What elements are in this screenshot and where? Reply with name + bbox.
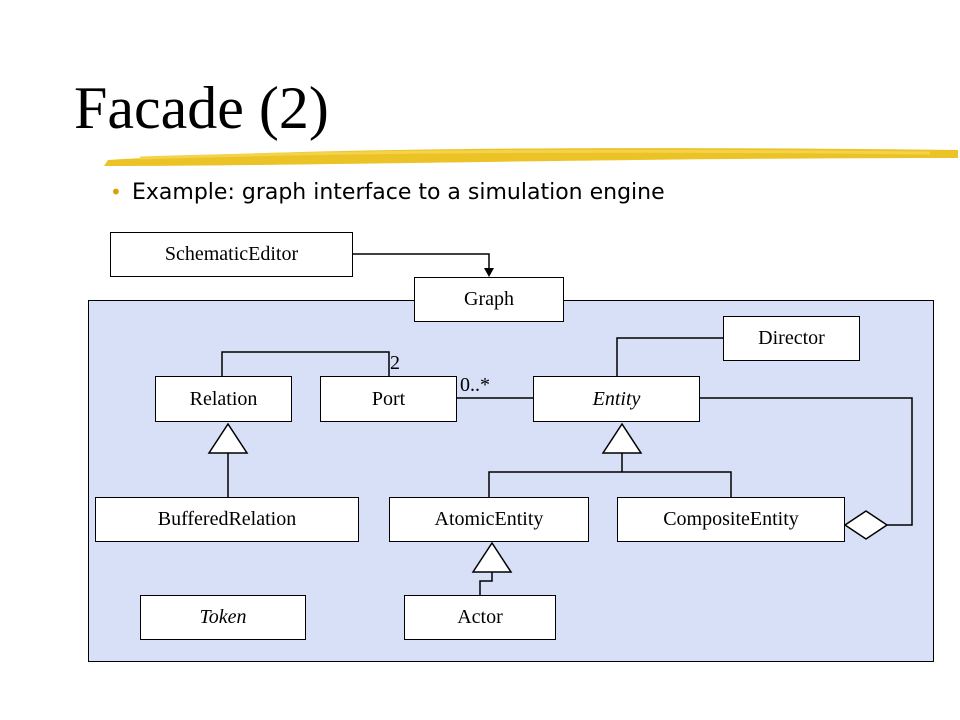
bullet-dot-icon: • [110, 180, 122, 204]
class-actor: Actor [404, 595, 556, 640]
class-schematic-editor: SchematicEditor [110, 232, 353, 277]
class-graph: Graph [414, 277, 564, 322]
class-atomic-entity: AtomicEntity [389, 497, 589, 542]
slide-title: Facade (2) [74, 75, 329, 141]
class-relation: Relation [155, 376, 292, 422]
class-port: Port [320, 376, 457, 422]
bullet-text: Example: graph interface to a simulation… [132, 180, 665, 205]
multiplicity-relation-port: 2 [390, 352, 400, 374]
class-composite-entity: CompositeEntity [617, 497, 845, 542]
bullet-item: • Example: graph interface to a simulatio… [110, 180, 665, 205]
class-token: Token [140, 595, 306, 640]
class-buffered-relation: BufferedRelation [95, 497, 359, 542]
multiplicity-port-entity: 0..* [460, 374, 490, 396]
class-entity: Entity [533, 376, 700, 422]
class-director: Director [723, 316, 860, 361]
